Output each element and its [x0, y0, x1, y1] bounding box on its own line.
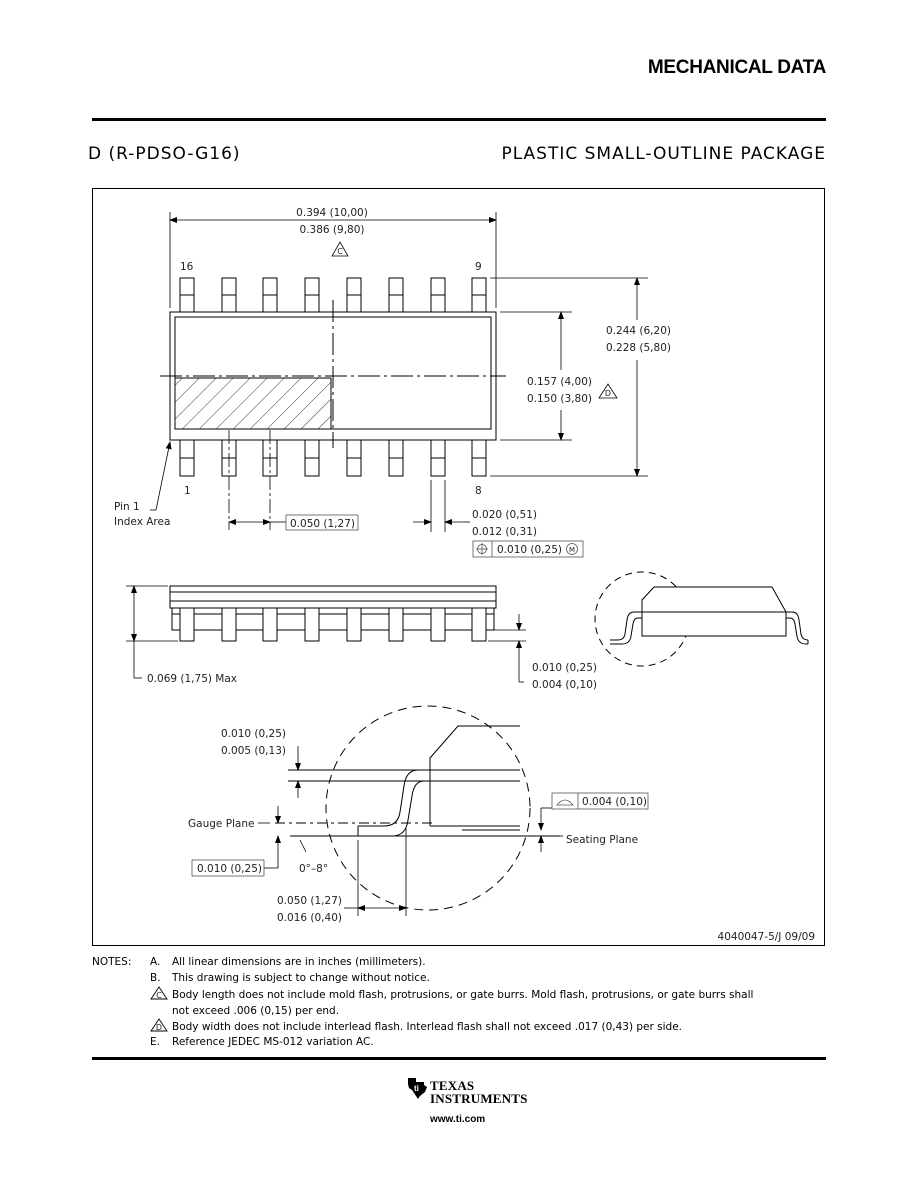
drawing-frame	[92, 188, 825, 946]
note-c-triangle-icon: C	[150, 986, 168, 1000]
notes-label: NOTES:	[92, 956, 132, 968]
pin-16-label: 16	[180, 261, 194, 273]
note-a: A.All linear dimensions are in inches (m…	[150, 956, 426, 968]
body-length-max: 0.394 (10,00)	[296, 207, 368, 219]
coplanarity-label: 0.004 (0,10)	[582, 796, 647, 808]
note-b: B.This drawing is subject to change with…	[150, 972, 430, 984]
pin-8-label: 8	[475, 485, 482, 497]
ref-d-triangle	[598, 383, 618, 399]
foot-max: 0.050 (1,27)	[277, 895, 342, 907]
standoff-min: 0.004 (0,10)	[532, 679, 597, 691]
lead-thick-max: 0.010 (0,25)	[221, 728, 286, 740]
body-width-min: 0.150 (3,80)	[527, 393, 592, 405]
svg-text:D: D	[156, 1023, 162, 1032]
note-d-triangle-icon: D	[150, 1018, 168, 1032]
svg-text:ti: ti	[414, 1084, 419, 1093]
header-rule	[92, 118, 826, 121]
footer-url: www.ti.com	[430, 1114, 486, 1125]
standoff-max: 0.010 (0,25)	[532, 662, 597, 674]
package-code: D (R-PDSO-G16)	[88, 144, 241, 164]
angle-label: 0°–8°	[299, 863, 328, 875]
side-leads	[179, 607, 487, 642]
lead-thick-min: 0.005 (0,13)	[221, 745, 286, 757]
gauge-dim-box	[191, 859, 265, 877]
side-view	[169, 585, 497, 642]
top-view	[160, 277, 506, 477]
side-dimensions	[126, 585, 526, 683]
position-mod-label: M	[569, 546, 575, 554]
ti-logo: ti TEXAS INSTRUMENTS www.ti.com	[406, 1076, 527, 1130]
pitch-box	[285, 514, 359, 531]
coplanarity-frame	[551, 792, 649, 810]
pitch-label: 0.050 (1,27)	[290, 518, 355, 530]
lead-width-min: 0.012 (0,31)	[472, 526, 537, 538]
lead-width-max: 0.020 (0,51)	[472, 509, 537, 521]
pin1-label-line2: Index Area	[114, 516, 170, 528]
seating-plane-label: Seating Plane	[566, 834, 638, 846]
note-d: D Body width does not include interlead …	[150, 1018, 682, 1035]
pin-1-label: 1	[184, 485, 191, 497]
detail-large	[275, 705, 560, 911]
gauge-dim-label: 0.010 (0,25)	[197, 863, 262, 875]
drawing-number: 4040047-5/J 09/09	[718, 931, 815, 943]
position-tol-label: 0.010 (0,25)	[497, 544, 562, 556]
detail-small	[594, 571, 809, 667]
package-name: PLASTIC SMALL-OUTLINE PACKAGE	[501, 144, 826, 164]
overall-width-min: 0.228 (5,80)	[606, 342, 671, 354]
gauge-plane-label: Gauge Plane	[188, 818, 255, 830]
note-e: E.Reference JEDEC MS-012 variation AC.	[150, 1036, 374, 1048]
note-c: C Body length does not include mold flas…	[150, 986, 753, 1019]
overall-width-max: 0.244 (6,20)	[606, 325, 671, 337]
position-tolerance-frame	[472, 540, 584, 558]
detail-dimensions	[258, 746, 563, 916]
pin1-label-line1: Pin 1	[114, 501, 140, 513]
ref-c-label: C	[337, 247, 343, 256]
ti-wordmark: TEXAS INSTRUMENTS	[430, 1078, 528, 1106]
body-length-min: 0.386 (9,80)	[300, 224, 365, 236]
ref-d-label: D	[605, 389, 611, 398]
footer-rule	[92, 1057, 826, 1060]
ti-state-icon: ti	[408, 1078, 427, 1099]
top-dimensions	[150, 212, 648, 532]
foot-min: 0.016 (0,40)	[277, 912, 342, 924]
pin-9-label: 9	[475, 261, 482, 273]
svg-text:C: C	[156, 991, 162, 1000]
pin1-hatch	[175, 378, 331, 429]
ref-c-triangle	[331, 241, 349, 257]
page-header-title: MECHANICAL DATA	[647, 57, 826, 78]
body-width-max: 0.157 (4,00)	[527, 376, 592, 388]
height-max-label: 0.069 (1,75) Max	[147, 673, 237, 685]
